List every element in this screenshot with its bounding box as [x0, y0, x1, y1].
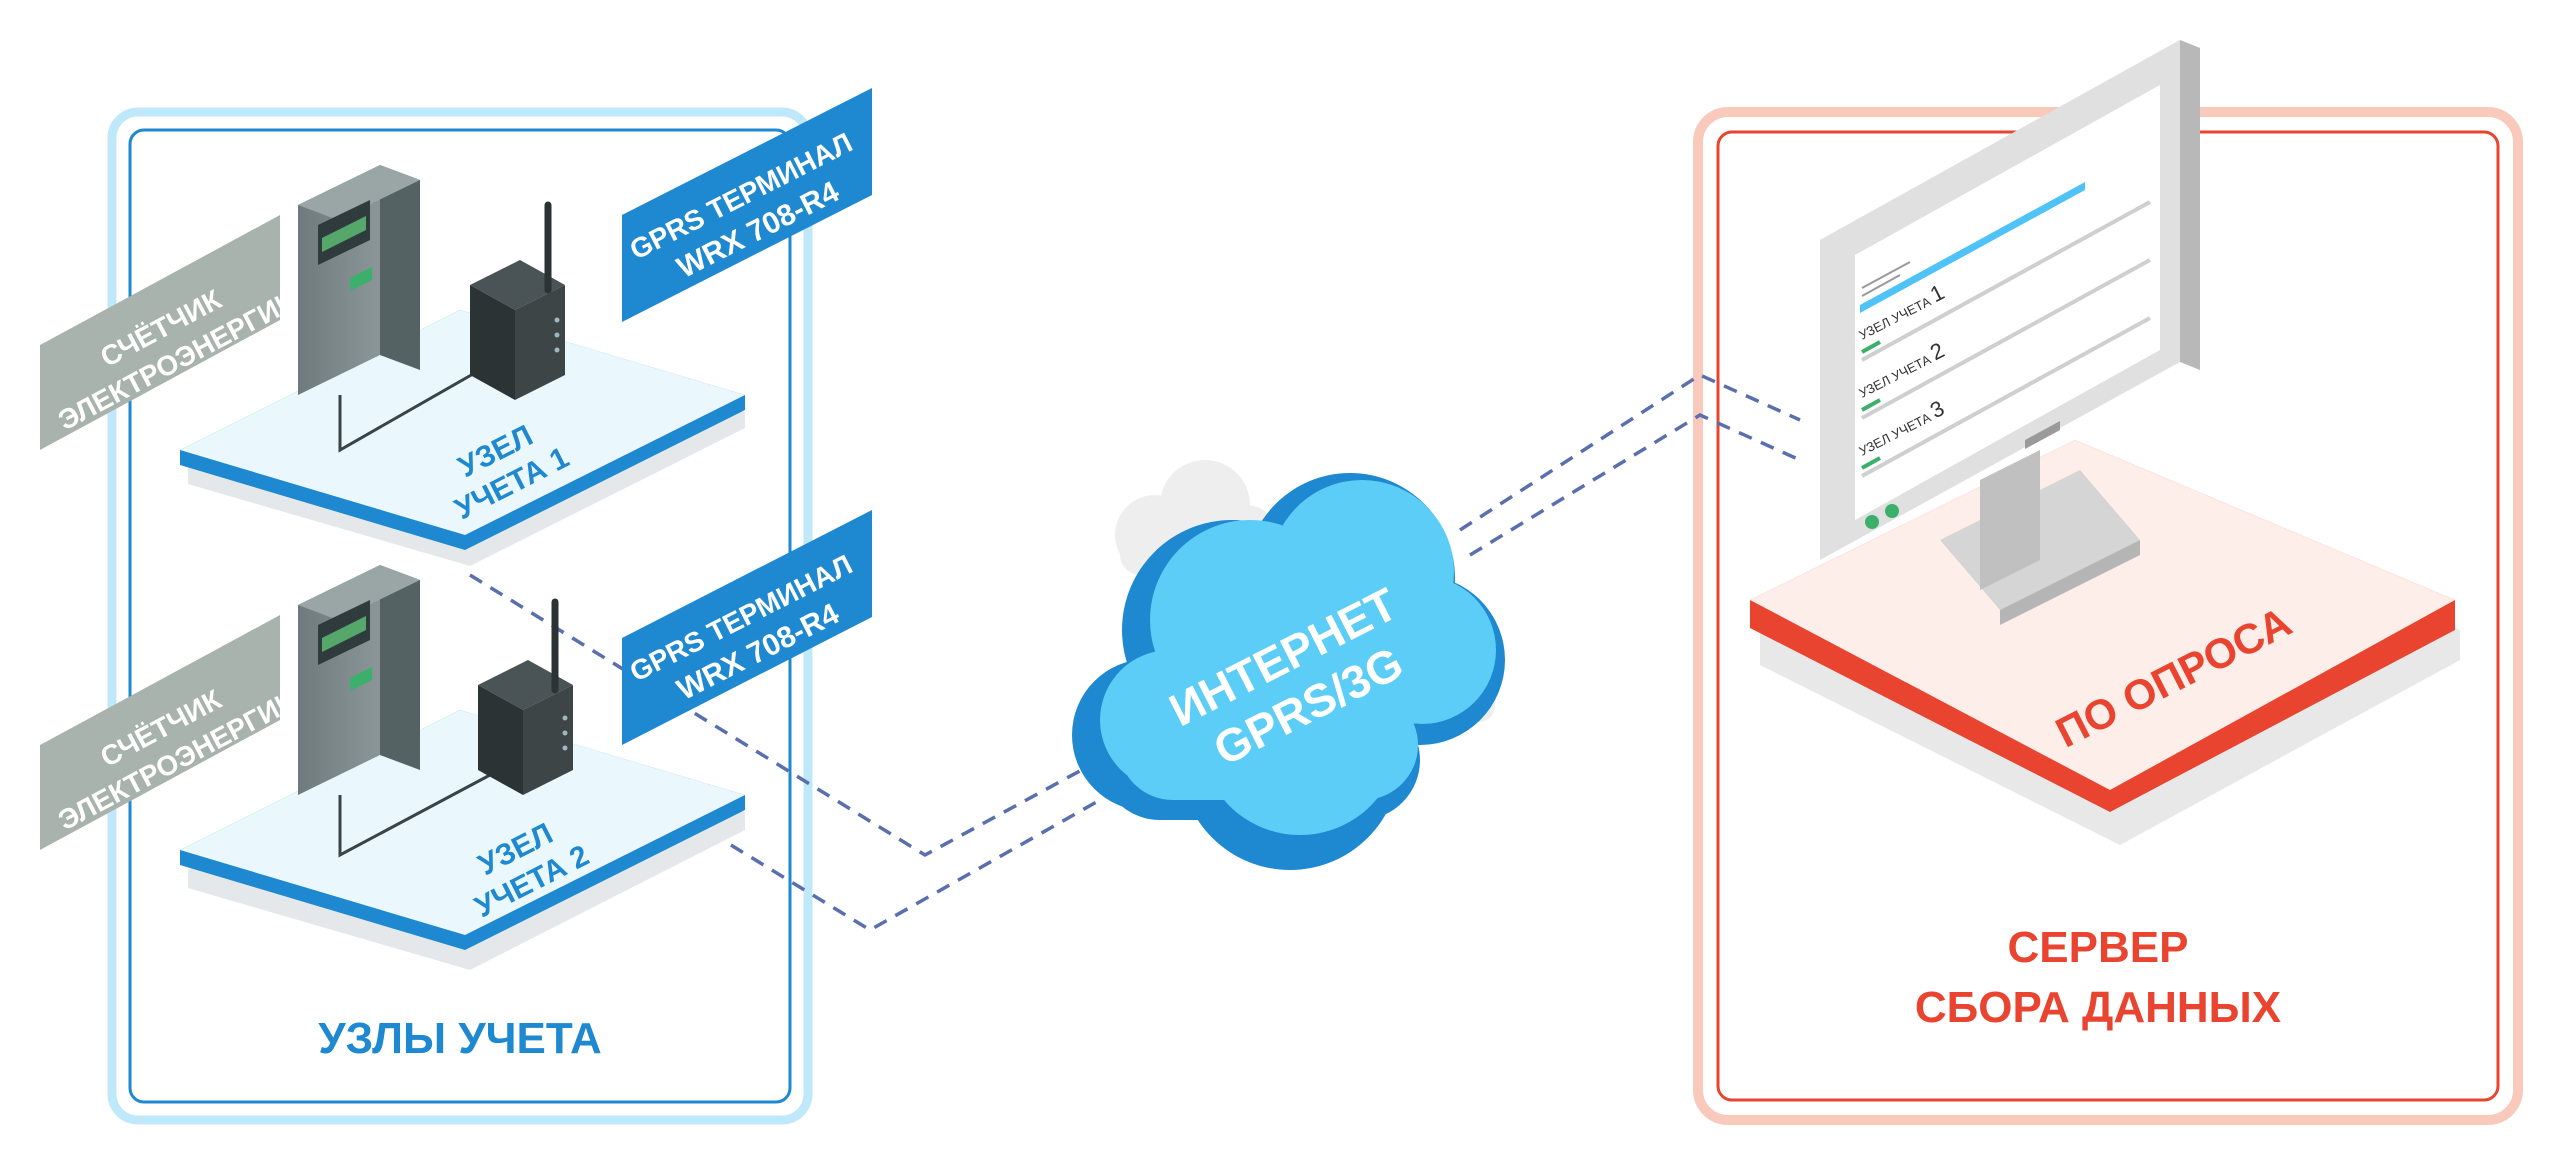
- electricity-meter-icon: [298, 565, 420, 795]
- link-node1-cloud: [469, 573, 1101, 858]
- server-plate: [1750, 440, 2455, 790]
- left-group-title: УЗЛЫ УЧЕТА: [318, 1014, 602, 1063]
- node-1-plate: [180, 310, 745, 535]
- internet-cloud: ИНТЕРНЕТ GPRS/3G: [1072, 460, 1505, 870]
- node-1-terminal-tag: GPRS ТЕРМИНАЛ WRX 708-R4: [622, 88, 872, 322]
- right-group-title-line2: СБОРА ДАННЫХ: [1915, 983, 2281, 1032]
- gprs-terminal-icon: [478, 598, 573, 795]
- link-cloud-server-1: [1459, 373, 1801, 532]
- gprs-terminal-icon: [470, 201, 565, 400]
- link-node2-cloud: [689, 798, 1101, 933]
- monitor-icon: УЗЕЛ УЧЕТА 1 УЗЕЛ УЧЕТА 2 УЗЕЛ УЧЕТА 3: [1820, 40, 2200, 560]
- right-group-title-line1: СЕРВЕР: [2008, 923, 2189, 972]
- node-2-terminal-tag: GPRS ТЕРМИНАЛ WRX 708-R4: [622, 510, 872, 745]
- node-1: УЗЕЛ УЧЕТА 1 СЧЁТЧИК ЭЛЕКТРОЭНЕРГИИ GPRS…: [40, 88, 872, 566]
- node-2-plate: [180, 710, 745, 935]
- connection-lines: [469, 373, 1801, 933]
- node-2: УЗЕЛ УЧЕТА 2 СЧЁТЧИК ЭЛЕКТРОЭНЕРГИИ GPRS…: [40, 510, 872, 970]
- link-cloud-server-2: [1469, 413, 1801, 557]
- node-2-meter-tag: СЧЁТЧИК ЭЛЕКТРОЭНЕРГИИ: [40, 615, 302, 850]
- electricity-meter-icon: [298, 165, 420, 395]
- monitor-stand: [1940, 450, 2140, 625]
- server: ПО ОПРОСА УЗЕЛ: [1750, 40, 2460, 845]
